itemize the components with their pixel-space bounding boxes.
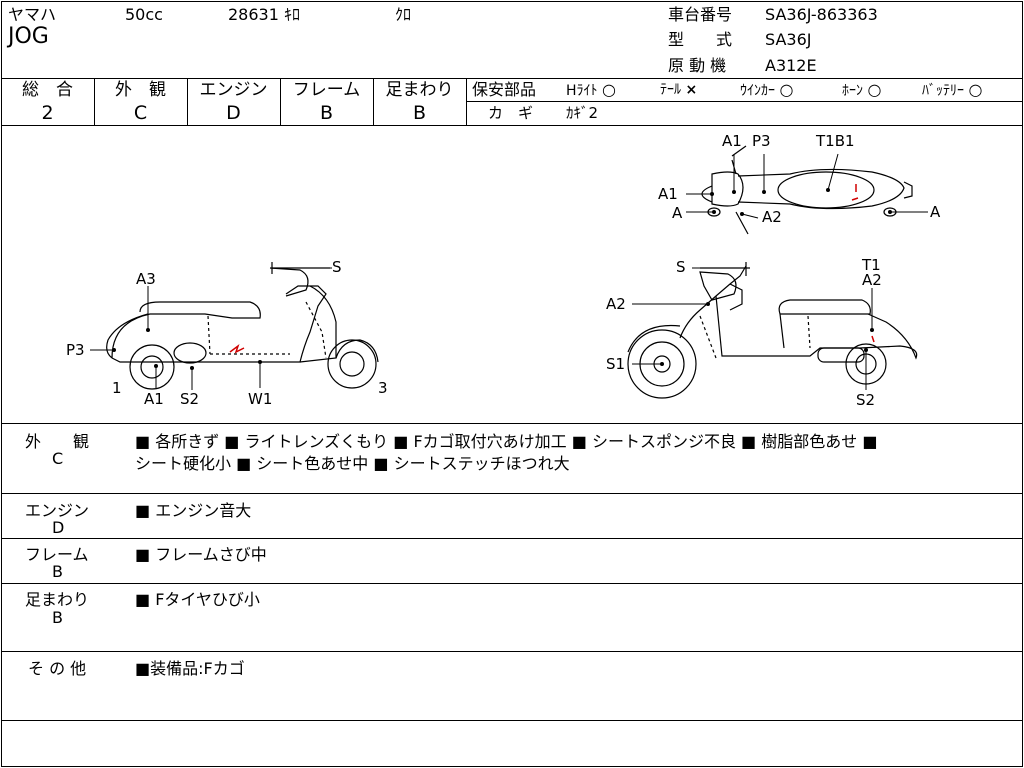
detail-exterior-line1: ■ 各所きず ■ ライトレンズくもり ■ Fカゴ取付穴あけ加工 ■ シートスポン… [135,432,878,451]
safety-headlight-mark: ○ [601,80,616,99]
label-a2-right: A2 [606,295,626,313]
maker: ヤマハ [8,5,57,24]
grades-bottom-line [1,125,1022,126]
side-view-right [627,262,918,399]
label-a1-left: A1 [658,185,678,203]
details-line-frame [1,538,1022,539]
safety-winker-name: ｳｲﾝｶｰ [740,83,775,99]
label-a1-top: A1 [722,132,742,150]
safety-horn: ﾎｰﾝ ○ [842,80,881,101]
color: ｸﾛ [395,5,412,24]
model-name: JOG [8,24,49,49]
label-1: 1 [112,379,122,397]
details-bottom-line [1,720,1022,721]
detail-frame-line1: ■ フレームさび中 [135,545,267,564]
engine-model: A312E [765,56,817,75]
key-value: ｶｷﾞ2 [566,104,599,122]
safety-horn-mark: ○ [867,80,882,99]
label-a2-rear: A2 [862,271,882,289]
grade-engine: D [226,102,241,124]
label-3: 3 [378,379,388,397]
detail-grade-engine: D [52,518,65,537]
grade-header-overall: 総 合 [22,80,73,100]
type-label: 型 式 [668,30,733,49]
detail-other-line1: ■装備品:Fカゴ [135,659,245,678]
grade-divider [187,78,188,125]
diagram-points [112,188,892,370]
grade-divider [373,78,374,125]
label-s2: S2 [180,390,199,408]
grade-exterior: C [133,102,148,124]
frame-no: SA36J-863363 [765,5,878,24]
label-w1: W1 [248,390,272,408]
detail-label-other: そ の 他 [28,659,87,678]
detail-exterior-line2: シート硬化小 ■ シート色あせ中 ■ シートステッチほつれ大 [135,454,570,473]
leader-lines [90,153,928,390]
scooter-diagram: S A3 P3 1 A1 S2 W1 3 S A2 S1 T1 A2 S2 A1… [66,132,941,409]
safety-tail-mark: × [685,82,698,98]
label-p3-top: P3 [752,132,771,150]
detail-suspension-line1: ■ Fタイヤひび小 [135,590,260,609]
grade-header-engine: エンジン [199,80,268,100]
detail-grade-exterior: C [52,449,64,468]
grade-suspension: B [412,102,427,124]
safety-battery: ﾊﾞｯﾃﾘｰ ○ [922,80,982,101]
details-line-engine [1,493,1022,494]
label-p3: P3 [66,341,85,359]
safety-winker: ｳｲﾝｶｰ ○ [740,80,793,101]
safety-horn-name: ﾎｰﾝ [842,83,863,99]
label-a-right: A [930,203,941,221]
type-value: SA36J [765,30,812,49]
grade-header-suspension: 足まわり [385,80,454,100]
safety-tail-name: ﾃｰﾙ [660,82,681,98]
label-s1: S1 [606,355,625,373]
grade-divider [466,78,467,125]
detail-engine-line1: ■ エンジン音大 [135,501,252,520]
safety-tail: ﾃｰﾙ × [660,80,697,100]
label-t1: T1 [861,256,881,274]
safety-winker-mark: ○ [779,80,794,99]
grade-header-frame: フレーム [292,80,361,100]
grade-header-exterior: 外 観 [115,80,166,100]
detail-label-exterior: 外 観 [25,432,90,451]
safety-mid-line [466,101,1022,102]
grade-divider [280,78,281,125]
details-line-other [1,651,1022,652]
grade-overall: 2 [41,102,54,124]
mileage: 28631 ｷﾛ [228,5,300,24]
label-a-left: A [672,204,683,222]
detail-grade-suspension: B [52,608,63,627]
details-top-line [1,423,1022,424]
safety-label: 保安部品 [472,80,537,99]
safety-headlight: Hﾗｲﾄ ○ [566,80,616,101]
label-a2-top: A2 [762,208,782,226]
grade-frame: B [319,102,334,124]
displacement: 50cc [125,5,163,24]
detail-label-suspension: 足まわり [25,590,90,609]
grade-divider [94,78,95,125]
detail-label-frame: フレーム [25,545,89,564]
details-line-suspension [1,583,1022,584]
detail-label-engine: エンジン [25,501,90,520]
damage-marks [229,184,875,354]
grades-top-line [1,78,1022,79]
frame-no-label: 車台番号 [668,5,733,24]
label-a1: A1 [144,390,164,408]
key-label: カ ギ [488,104,534,122]
label-s: S [332,258,342,276]
safety-headlight-name: Hﾗｲﾄ [566,83,598,99]
safety-battery-name: ﾊﾞｯﾃﾘｰ [922,83,964,99]
label-t1b1: T1B1 [815,132,855,150]
detail-grade-frame: B [52,562,63,581]
safety-battery-mark: ○ [968,80,983,99]
label-s-right: S [676,258,686,276]
label-s2-right: S2 [856,391,875,409]
engine-label: 原 動 機 [668,56,727,75]
side-view-left [106,262,379,390]
label-a3: A3 [136,270,156,288]
